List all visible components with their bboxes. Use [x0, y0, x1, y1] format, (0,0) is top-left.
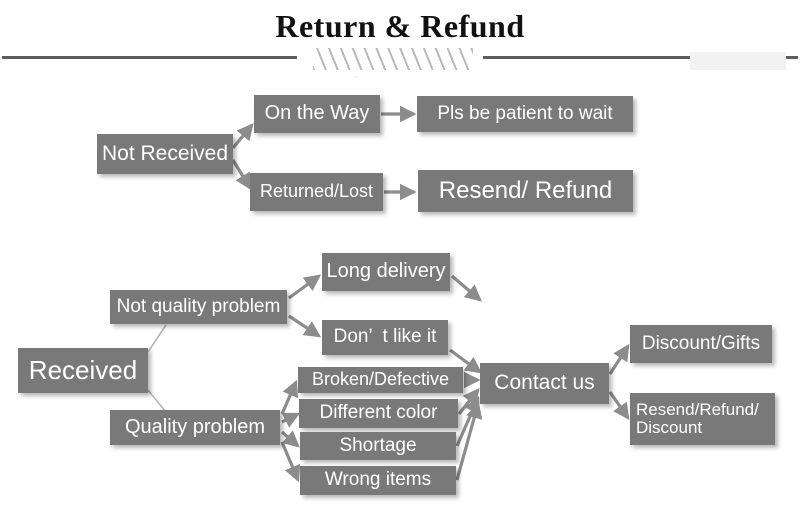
node-shortage[interactable]: Shortage — [300, 432, 456, 460]
scan-artifact — [355, 76, 358, 78]
node-not-quality-problem[interactable]: Not quality problem — [110, 290, 287, 324]
header-rule-left — [2, 56, 297, 59]
diagonal-hatch-divider-icon — [313, 48, 473, 70]
page-title: Return & Refund — [275, 8, 525, 44]
node-broken-defective[interactable]: Broken/Defective — [298, 367, 463, 393]
node-returned-lost[interactable]: Returned/Lost — [250, 173, 383, 211]
scan-artifact — [690, 52, 786, 70]
node-on-the-way[interactable]: On the Way — [254, 95, 380, 133]
node-quality-problem[interactable]: Quality problem — [110, 410, 280, 445]
node-pls-be-patient-to-wait[interactable]: Pls be patient to wait — [417, 96, 633, 132]
header-rule-right — [483, 56, 798, 59]
node-dont-like-it[interactable]: Don’ t like it — [322, 320, 448, 355]
node-not-received[interactable]: Not Received — [97, 134, 233, 174]
node-received[interactable]: Received — [18, 348, 148, 393]
node-resend-refund[interactable]: Resend/ Refund — [418, 170, 633, 212]
node-resend-refund-discount[interactable]: Resend/Refund/ Discount — [630, 393, 775, 445]
node-discount-gifts[interactable]: Discount/Gifts — [630, 325, 772, 363]
node-long-delivery[interactable]: Long delivery — [322, 253, 450, 291]
node-different-color[interactable]: Different color — [299, 399, 458, 428]
node-wrong-items[interactable]: Wrong items — [300, 466, 456, 495]
node-contact-us[interactable]: Contact us — [480, 363, 609, 404]
